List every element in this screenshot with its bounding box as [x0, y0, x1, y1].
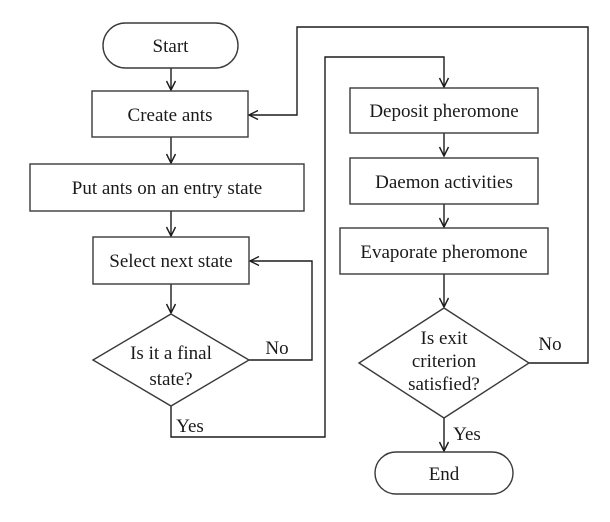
end-terminator-shape [374, 451, 514, 495]
put-ants-box [29, 163, 305, 212]
node-final-state-decision: Is it a final state? [91, 313, 251, 407]
create-ants-label: Create ants [128, 105, 213, 126]
evaporate-pheromone-box [339, 227, 549, 275]
label-final-state-yes: Yes [176, 416, 204, 437]
label-exit-criterion-no: No [538, 334, 561, 355]
deposit-pheromone-label: Deposit pheromone [369, 101, 518, 122]
node-deposit-pheromone: Deposit pheromone [349, 87, 539, 134]
node-end: End [374, 451, 514, 495]
edge-final-state-yes-to-deposit [170, 56, 450, 438]
exit-criterion-label-line3: satisfied? [408, 374, 480, 395]
edge-exit-criterion-no-loop-to-create-ants [247, 26, 589, 364]
evaporate-pheromone-label: Evaporate pheromone [360, 242, 527, 263]
node-put-ants: Put ants on an entry state [29, 163, 305, 212]
final-state-label-line2: state? [149, 369, 192, 390]
label-exit-criterion-yes: Yes [453, 424, 481, 445]
final-state-diamond [91, 313, 251, 407]
edges [165, 26, 589, 453]
start-label: Start [153, 36, 190, 57]
put-ants-label: Put ants on an entry state [72, 178, 263, 199]
exit-criterion-label-line1: Is exit [421, 328, 469, 349]
daemon-activities-label: Daemon activities [375, 172, 513, 193]
node-start: Start [102, 22, 239, 69]
end-label: End [429, 464, 460, 485]
edge-labels: No Yes No Yes [176, 334, 561, 445]
node-create-ants: Create ants [91, 90, 249, 138]
node-daemon-activities: Daemon activities [349, 157, 539, 205]
select-next-state-label: Select next state [109, 251, 232, 272]
create-ants-box [91, 90, 249, 138]
daemon-activities-box [349, 157, 539, 205]
edge-final-state-no-loop [248, 255, 313, 361]
label-final-state-no: No [265, 338, 288, 359]
node-evaporate-pheromone: Evaporate pheromone [339, 227, 549, 275]
deposit-pheromone-box [349, 87, 539, 134]
exit-criterion-label-line2: criterion [412, 351, 477, 372]
select-next-state-box [92, 236, 250, 285]
exit-criterion-diamond [357, 307, 531, 419]
start-terminator-shape [102, 22, 239, 69]
node-exit-criterion-decision: Is exit criterion satisfied? [357, 307, 531, 419]
final-state-label-line1: Is it a final [130, 343, 212, 364]
node-select-next-state: Select next state [92, 236, 250, 285]
